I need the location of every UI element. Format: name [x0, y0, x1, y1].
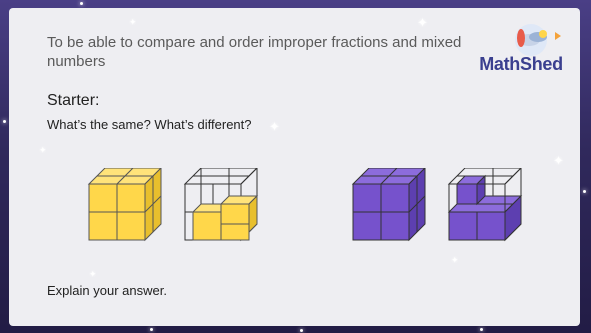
slide: ✦ ✦ ✦ ✦ ✦ ✦ ✦ To be able to compare and …	[9, 8, 580, 326]
yellow-cube-full	[87, 168, 162, 242]
mathshed-logo: MathShed	[471, 22, 571, 78]
rocket-icon	[515, 24, 561, 56]
starter-heading: Starter:	[47, 92, 100, 109]
sparkle-icon: ✦	[553, 153, 564, 168]
cube-diagrams	[87, 168, 523, 242]
starter-question: What’s the same? What’s different?	[47, 117, 252, 132]
yellow-cube-partial	[183, 168, 259, 242]
background-star	[300, 329, 303, 332]
purple-cube-partial	[447, 168, 523, 242]
purple-cube-full	[351, 168, 426, 242]
background-star	[480, 328, 483, 331]
background-star	[150, 328, 153, 331]
explain-prompt: Explain your answer.	[47, 283, 167, 298]
sparkle-icon: ✦	[451, 255, 459, 265]
learning-objective: To be able to compare and order improper…	[47, 34, 462, 70]
sparkle-icon: ✦	[39, 145, 47, 155]
sparkle-icon: ✦	[89, 269, 97, 279]
logo-text: MathShed	[479, 54, 563, 74]
background-star	[3, 120, 6, 123]
sparkle-icon: ✦	[129, 17, 137, 27]
background-star	[80, 2, 83, 5]
background-star	[583, 190, 586, 193]
sparkle-icon: ✦	[417, 15, 428, 30]
sparkle-icon: ✦	[269, 119, 280, 134]
